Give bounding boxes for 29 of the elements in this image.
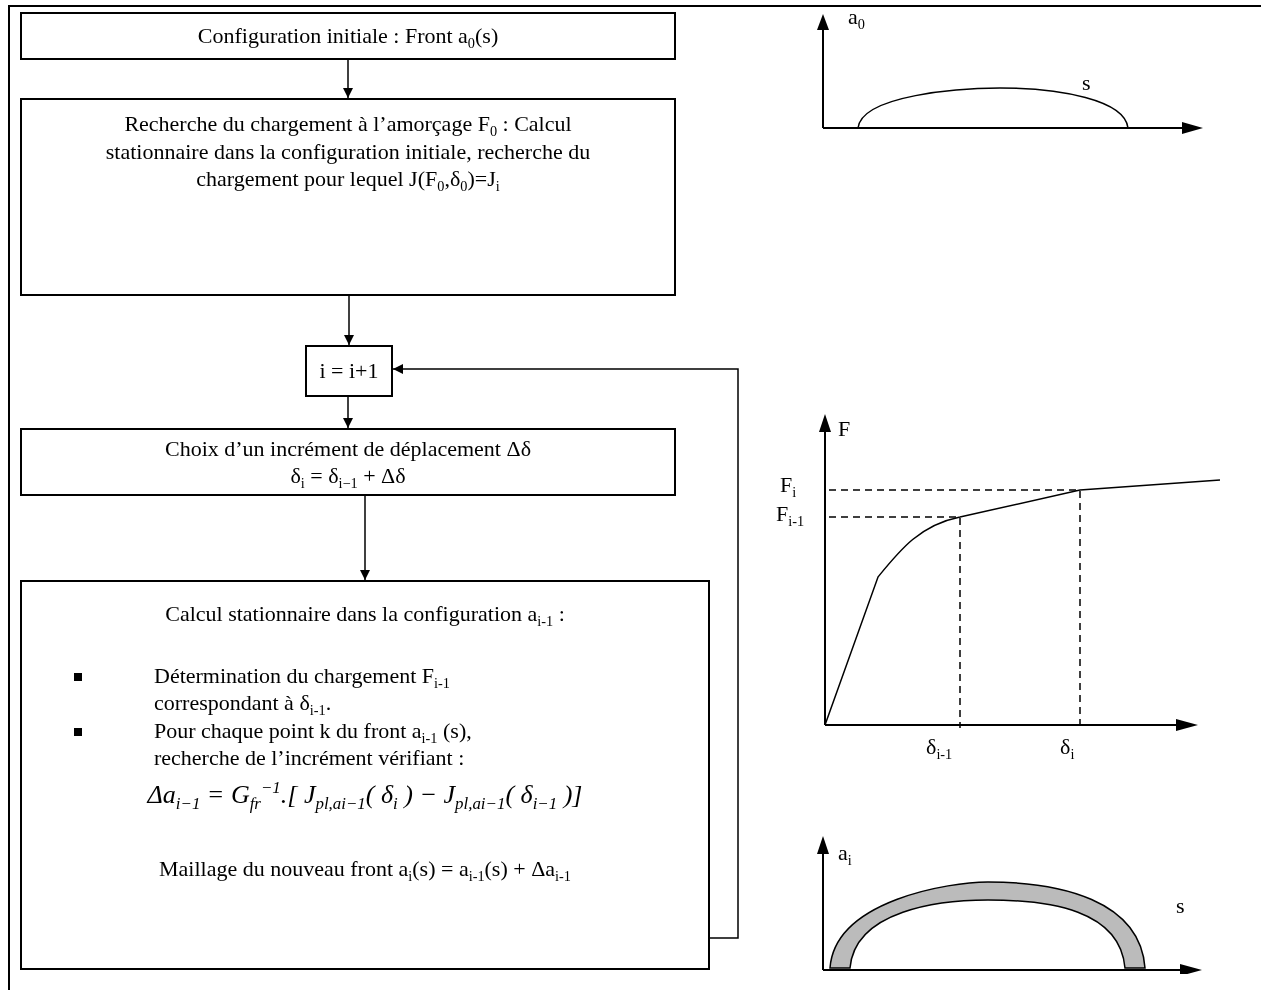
axis-label: δ$_{i}$ [1060, 736, 1075, 758]
axis-label: F [838, 418, 851, 440]
axis-label: δ$_{i-1}$ [926, 736, 953, 758]
process-box [305, 345, 393, 397]
process-box [20, 580, 710, 970]
box-text: δ$_{i}$ = δ$_{i−1}$ + Δδ [290, 462, 406, 490]
box-text: Recherche du chargement à l’amorçage F$_{0}$ : Calcul stationnaire dans la configuration initiale, recherche du chargement pour lequel J(F$_{0}$,δ$_{0}$)=J$_{i}$ [104, 110, 592, 193]
process-box [20, 12, 676, 60]
arrow [344, 295, 354, 346]
axis-label: F$_{i}$ [780, 474, 797, 496]
box-text: Configuration initiale : Front a$_{0}$(s) [197, 22, 499, 50]
arrow [343, 396, 353, 429]
formula: Δa$_{i−1}$ = G$_{fr}$$^{−1}$.[ J$_{pl,a}$$_{i−1}$( δ$_{i}$ ) − J$_{pl,a}$$_{i−1}$( δ$_{i−1}$ )] [147, 777, 583, 812]
axis-label: a$_{0}$ [848, 6, 865, 28]
box-text: Maillage du nouveau front a$_{i}$(s) = a$_{i-1}$(s) + Δa$_{i-1}$ [159, 855, 571, 883]
axis-label: s [1082, 72, 1091, 94]
process-box [20, 428, 676, 496]
arrow [343, 59, 353, 99]
box-heading: Calcul stationnaire dans la configuration a$_{i-1}$ : [165, 600, 565, 628]
process-box [20, 98, 676, 296]
axis-label: F$_{i-1}$ [776, 503, 805, 525]
box-text: i = i+1 [319, 357, 379, 385]
arrow [360, 495, 370, 581]
bullet-text: Détermination du chargement F$_{i-1}$ correspondant à δ$_{i-1}$. [154, 661, 451, 717]
arrow [392, 364, 739, 939]
box-text: Choix d’un incrément de déplacement Δδ [165, 434, 531, 462]
bullet-text: Pour chaque point k du front a$_{i-1}$ (s), recherche de l’incrément vérifiant : [154, 716, 473, 772]
axis-label: a$_{i}$ [838, 842, 852, 864]
axis-label: s [1176, 895, 1185, 917]
